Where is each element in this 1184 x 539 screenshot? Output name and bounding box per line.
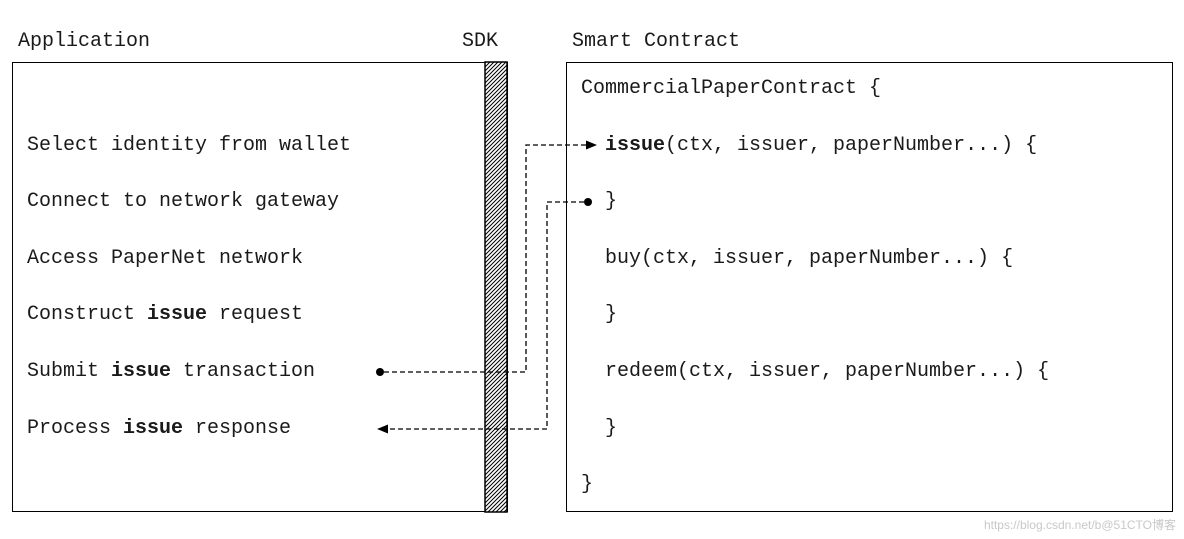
step-access-network: Access PaperNet network [27,247,304,270]
sdk-header: SDK [462,30,499,53]
step-select-identity: Select identity from wallet [27,134,352,157]
buy-method-close: } [605,303,618,326]
contract-class-line: CommercialPaperContract { [581,77,882,100]
redeem-method-close: } [605,417,618,440]
step-submit-transaction: Submit issue transaction [27,360,316,383]
issue-method-close: } [605,190,618,213]
response-connector [377,198,592,434]
smart-contract-header: Smart Contract [572,30,741,53]
submit-connector [376,140,597,376]
smart-contract-box [566,62,1173,512]
issue-method-name: issue [605,134,666,157]
watermark: https://blog.csdn.net/b@51CTO博客 [983,518,1176,532]
sdk-bar [484,61,508,513]
step-connect-gateway: Connect to network gateway [27,190,340,213]
redeem-method-line: redeem(ctx, issuer, paperNumber...) { [605,360,1050,383]
step-construct-request: Construct issue request [27,303,304,326]
step-process-response: Process issue response [27,417,292,440]
issue-method-line: issue(ctx, issuer, paperNumber...) { [605,134,1037,158]
issue-method-args: (ctx, issuer, paperNumber...) { [665,134,1038,157]
application-header: Application [18,30,151,53]
buy-method-line: buy(ctx, issuer, paperNumber...) { [605,247,1014,270]
contract-class-close: } [581,473,594,496]
